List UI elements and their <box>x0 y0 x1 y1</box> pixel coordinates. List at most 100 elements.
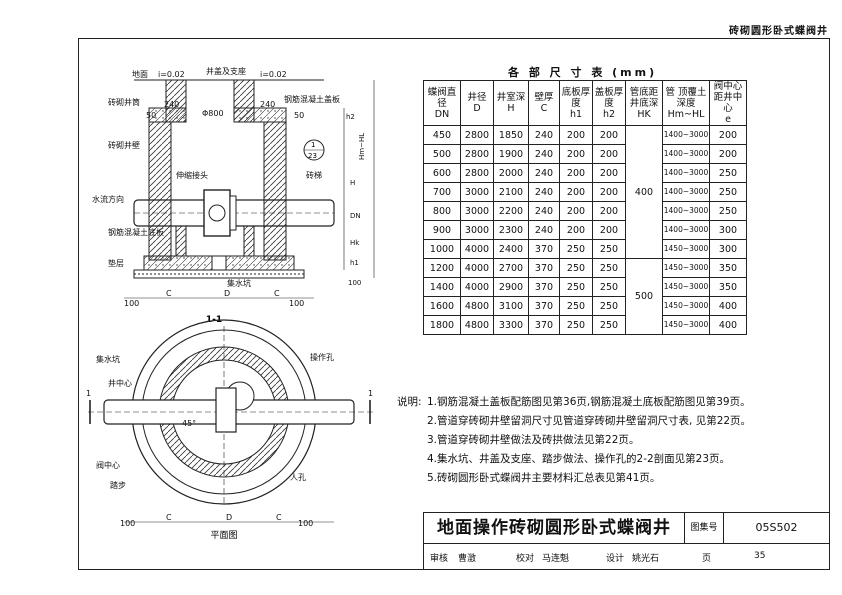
table-cell: 250 <box>592 315 626 335</box>
table-cell: 200 <box>709 125 747 145</box>
atlas-number: 05S502 <box>755 521 798 534</box>
table-cell: 2400 <box>493 239 529 259</box>
table-cell: 350 <box>709 258 747 278</box>
table-cell: 3000 <box>460 201 494 221</box>
table-cell: 240 <box>528 201 560 221</box>
table-cell: 450 <box>423 125 461 145</box>
table-cell: 240 <box>528 182 560 202</box>
drawing-title: 地面操作砖砌圆形卧式蝶阀井 <box>424 513 685 543</box>
table-cell: 200 <box>592 125 626 145</box>
page-number: 35 <box>754 551 766 561</box>
table-cell: 250 <box>559 277 593 297</box>
cover-depth-cell: 1450~3000 <box>662 296 710 316</box>
designer: 姚光石 <box>632 554 660 564</box>
table-cell: 2700 <box>493 258 529 278</box>
table-cell: 250 <box>592 258 626 278</box>
table-cell: 3000 <box>460 182 494 202</box>
detail-ref-num: 1 <box>311 141 315 149</box>
table-cell: 4000 <box>460 258 494 278</box>
reviewer: 曹澂 <box>458 554 477 564</box>
note-item: 2.管道穿砖砌井壁留洞尺寸见管道穿砖砌井壁留洞尺寸表, 见第22页。 <box>427 415 752 427</box>
table-cell: 2300 <box>493 220 529 240</box>
table-cell: 700 <box>423 182 461 202</box>
table-cell: 250 <box>559 296 593 316</box>
table-cell: 4000 <box>460 239 494 259</box>
table-cell: 2800 <box>460 163 494 183</box>
dim-100-b: 100 <box>289 299 304 308</box>
cover-depth-cell: 1450~3000 <box>662 277 710 297</box>
label-joint: 伸缩接头 <box>176 170 208 180</box>
dim-h2: h2 <box>346 113 355 121</box>
label-sump: 集水坑 <box>227 278 251 288</box>
table-cell: 200 <box>559 125 593 145</box>
checker: 马连魁 <box>542 554 570 564</box>
label-phi: Φ800 <box>202 109 224 118</box>
table-cell: 200 <box>592 144 626 164</box>
table-cell: 200 <box>559 163 593 183</box>
table-cell: 3300 <box>493 315 529 335</box>
table-cell: 250 <box>709 201 747 221</box>
table-cell: 250 <box>559 239 593 259</box>
design-label: 设计 <box>606 554 625 564</box>
plan-dim-C-right: C <box>276 513 282 522</box>
note-item: 5.砖砌圆形卧式蝶阀井主要材料汇总表见第41页。 <box>427 472 661 484</box>
cover-depth-cell: 1450~3000 <box>662 258 710 278</box>
table-cell: 200 <box>592 201 626 221</box>
atlas-label: 图集号 <box>685 513 724 543</box>
table-cell: 400 <box>709 315 747 335</box>
plan-dim-C-left: C <box>166 513 172 522</box>
plan-label-angle: 45° <box>182 419 196 428</box>
plan-label-manhole: 人孔 <box>290 473 306 482</box>
table-cell: 3000 <box>460 220 494 240</box>
table-cell: 2100 <box>493 182 529 202</box>
table-cell: 2800 <box>460 144 494 164</box>
table-cell: 3100 <box>493 296 529 316</box>
label-cover-slab: 钢筋混凝土盖板 <box>284 94 340 104</box>
section-view: h2 Hm~HL H DN Hk h1 100 100 C D C 100 地面… <box>92 66 375 325</box>
plan-label-steps: 踏步 <box>110 480 126 490</box>
cover-depth-cell: 1450~3000 <box>662 239 710 259</box>
check-label: 校对 <box>516 554 535 564</box>
wall-left <box>148 121 172 261</box>
label-240-right: 240 <box>260 100 275 109</box>
title-block: 地面操作砖砌圆形卧式蝶阀井 图集号 05S502 审核 曹澂 校对 马连魁 设计… <box>423 512 829 569</box>
dim-Hk: Hk <box>350 239 360 247</box>
table-cell: 400 <box>709 296 747 316</box>
label-50-right: 50 <box>294 111 304 120</box>
table-cell: 1850 <box>493 125 529 145</box>
hk-group-cell: 400 <box>625 125 663 259</box>
signature-row: 审核 曹澂 校对 马连魁 设计 姚光石 页 35 <box>424 543 829 570</box>
label-shaft: 砖砌井筒 <box>108 97 140 107</box>
table-cell: 300 <box>709 239 747 259</box>
cover-depth-cell: 1450~3000 <box>662 315 710 335</box>
dim-100-a: 100 <box>124 299 139 308</box>
table-cell: 1600 <box>423 296 461 316</box>
table-cell: 370 <box>528 258 560 278</box>
cover-slab-right <box>233 107 287 123</box>
dim-D: D <box>224 289 230 298</box>
table-cell: 600 <box>423 163 461 183</box>
hk-group-cell: 500 <box>625 258 663 335</box>
plan-dim-100-b: 100 <box>298 519 313 528</box>
dim-100-right: 100 <box>348 279 361 287</box>
plan-cut-right: 1 <box>368 389 373 398</box>
page-label: 页 <box>702 554 712 564</box>
table-cell: 800 <box>423 201 461 221</box>
dim-C-right: C <box>274 289 280 298</box>
table-cell: 200 <box>559 182 593 202</box>
label-slope-1: i=0.02 <box>158 70 185 79</box>
